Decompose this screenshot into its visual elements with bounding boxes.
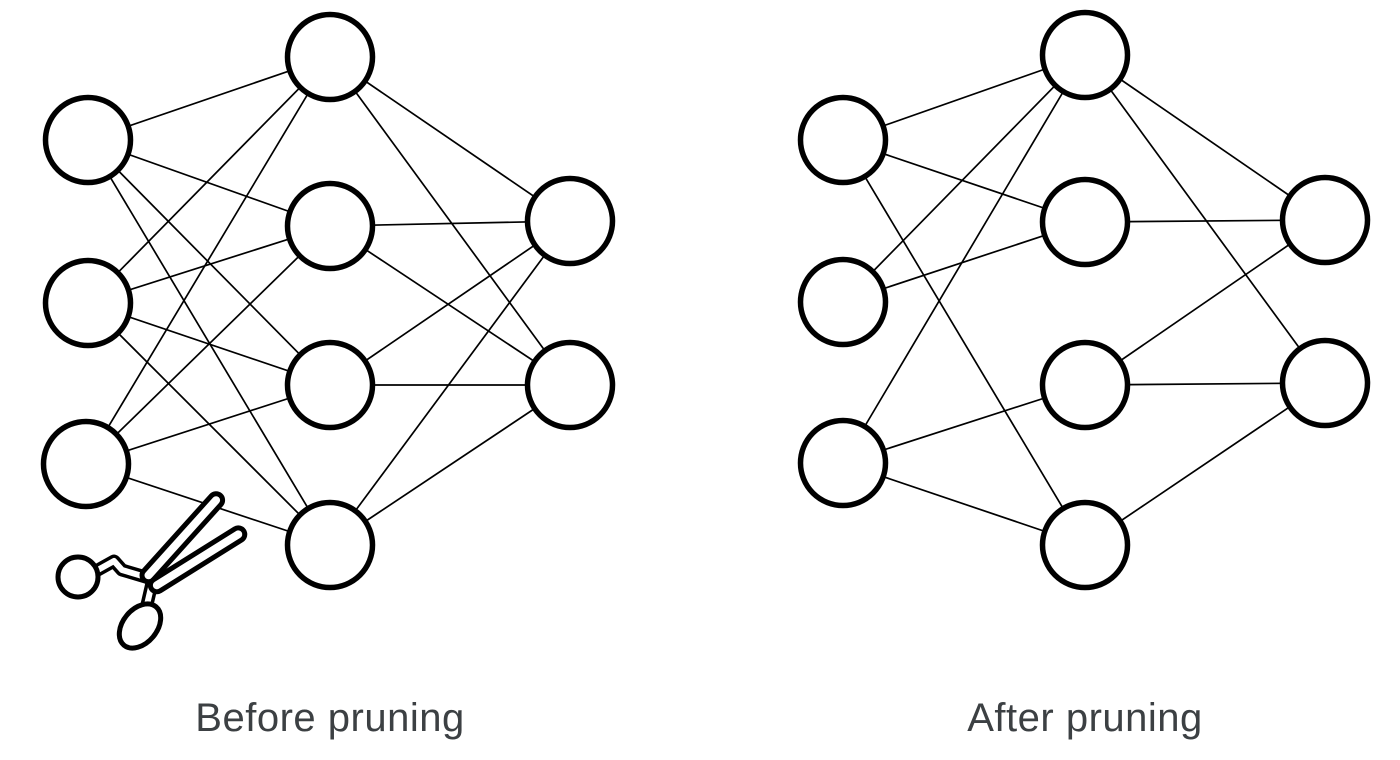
- network-edge-h1-o1: [329, 56, 571, 222]
- before-pruning-label: Before pruning: [195, 696, 464, 740]
- network-node-o1: [524, 175, 616, 267]
- scissors-blade: [147, 525, 248, 595]
- network-node-h1: [284, 11, 376, 103]
- network-edge-i2-h1: [87, 56, 331, 304]
- network-node-i1: [42, 94, 134, 186]
- network-edge-h4-o1: [329, 220, 571, 546]
- network-edge-i1-h3: [87, 139, 331, 386]
- after-pruning-label: After pruning: [967, 696, 1203, 740]
- network-node-i3: [40, 418, 132, 510]
- network-edge-i3-h1: [85, 56, 331, 465]
- network-edge-i1-h4: [87, 139, 331, 546]
- network-node-h1: [1039, 9, 1131, 101]
- network-node-o1: [1279, 174, 1371, 266]
- network-node-i1: [797, 94, 889, 186]
- network-node-h4: [1039, 499, 1131, 591]
- network-edge-i1-h4: [842, 139, 1086, 546]
- scissors-handle-bar-fill: [93, 558, 152, 581]
- network-node-o2: [524, 339, 616, 431]
- network-node-h3: [284, 339, 376, 431]
- scissors-icon: [55, 491, 248, 651]
- scissors-blade: [139, 491, 226, 585]
- scissors-ring: [116, 601, 164, 651]
- network-edge-h4-o2: [1084, 382, 1326, 546]
- network-edge-h3-o1: [329, 220, 571, 386]
- network-edge-i3-h1: [842, 54, 1086, 464]
- before-network-nodes: [40, 11, 616, 591]
- network-edge-h1-o2: [1084, 54, 1326, 384]
- network-edge-h1-o2: [329, 56, 571, 386]
- network-edge-i2-h1: [842, 54, 1086, 303]
- network-edge-i3-h2: [85, 225, 331, 465]
- network-node-i3: [797, 417, 889, 509]
- after-network-nodes: [797, 9, 1371, 591]
- network-node-h2: [284, 180, 376, 272]
- before-network-edges: [85, 56, 571, 546]
- network-node-i2: [797, 256, 889, 348]
- network-edge-h3-o1: [1084, 219, 1326, 386]
- network-node-o2: [1279, 337, 1371, 429]
- network-edge-h4-o2: [329, 384, 571, 546]
- network-node-h4: [284, 499, 376, 591]
- network-edge-h1-o1: [1084, 54, 1326, 221]
- network-edge-h2-o2: [329, 225, 571, 386]
- after-network-edges: [842, 54, 1326, 546]
- scissors-ring: [55, 554, 101, 600]
- network-node-h3: [1039, 339, 1131, 431]
- network-node-h2: [1039, 176, 1131, 268]
- network-node-i2: [42, 257, 134, 349]
